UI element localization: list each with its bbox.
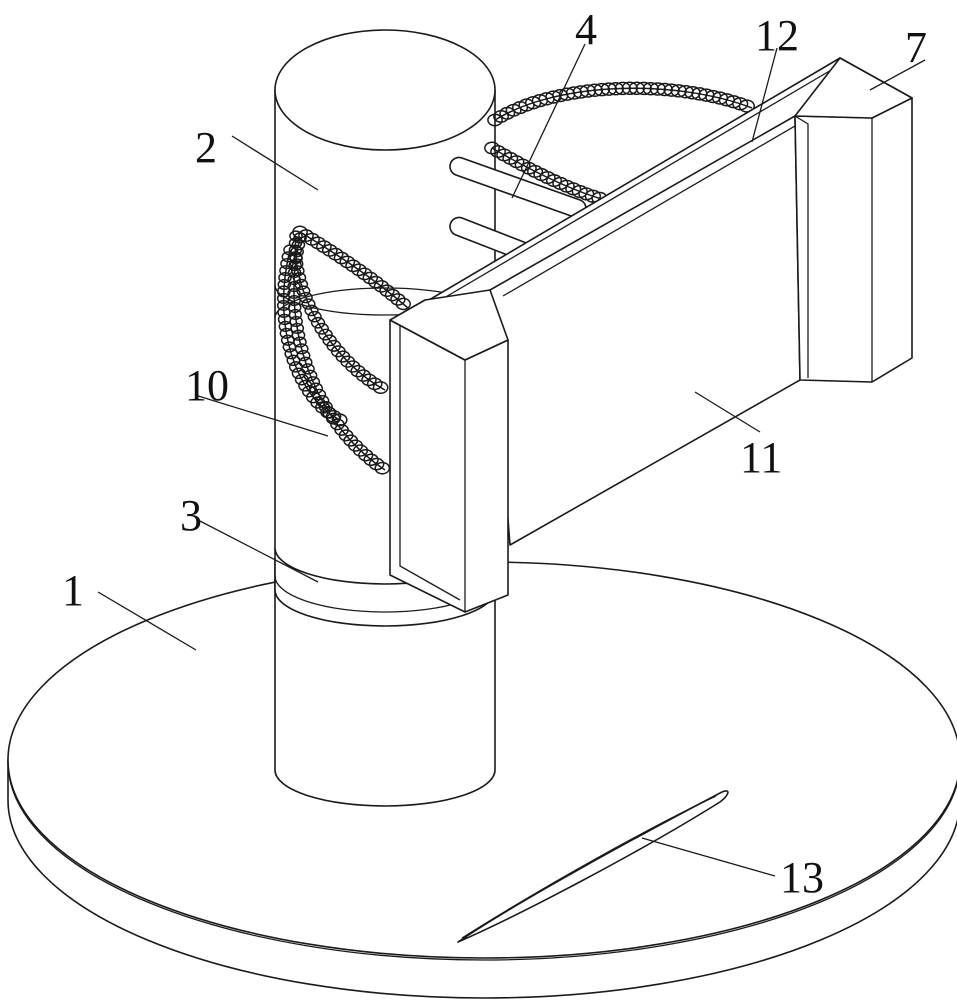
spring-coil [487,81,755,127]
spring-coil [292,225,411,311]
base-slot [457,790,729,943]
gripping-jaw [794,57,913,383]
spring-coil [276,244,348,427]
label-3: 3 [180,491,202,540]
leader-lines [97,43,926,877]
label-13: 13 [780,853,824,902]
label-7: 7 [905,23,927,72]
label-4: 4 [575,5,597,54]
label-11: 11 [740,433,782,482]
label-1: 1 [62,566,84,615]
springs [276,81,755,475]
label-12: 12 [755,11,799,60]
label-2: 2 [195,123,217,172]
base-disk [7,561,957,999]
spring-coil [287,232,391,475]
reference-numerals: 2 3 4 12 7 10 11 1 13 [62,5,927,902]
spring-coil [484,141,608,206]
label-10: 10 [185,361,229,410]
front-block [389,289,509,613]
